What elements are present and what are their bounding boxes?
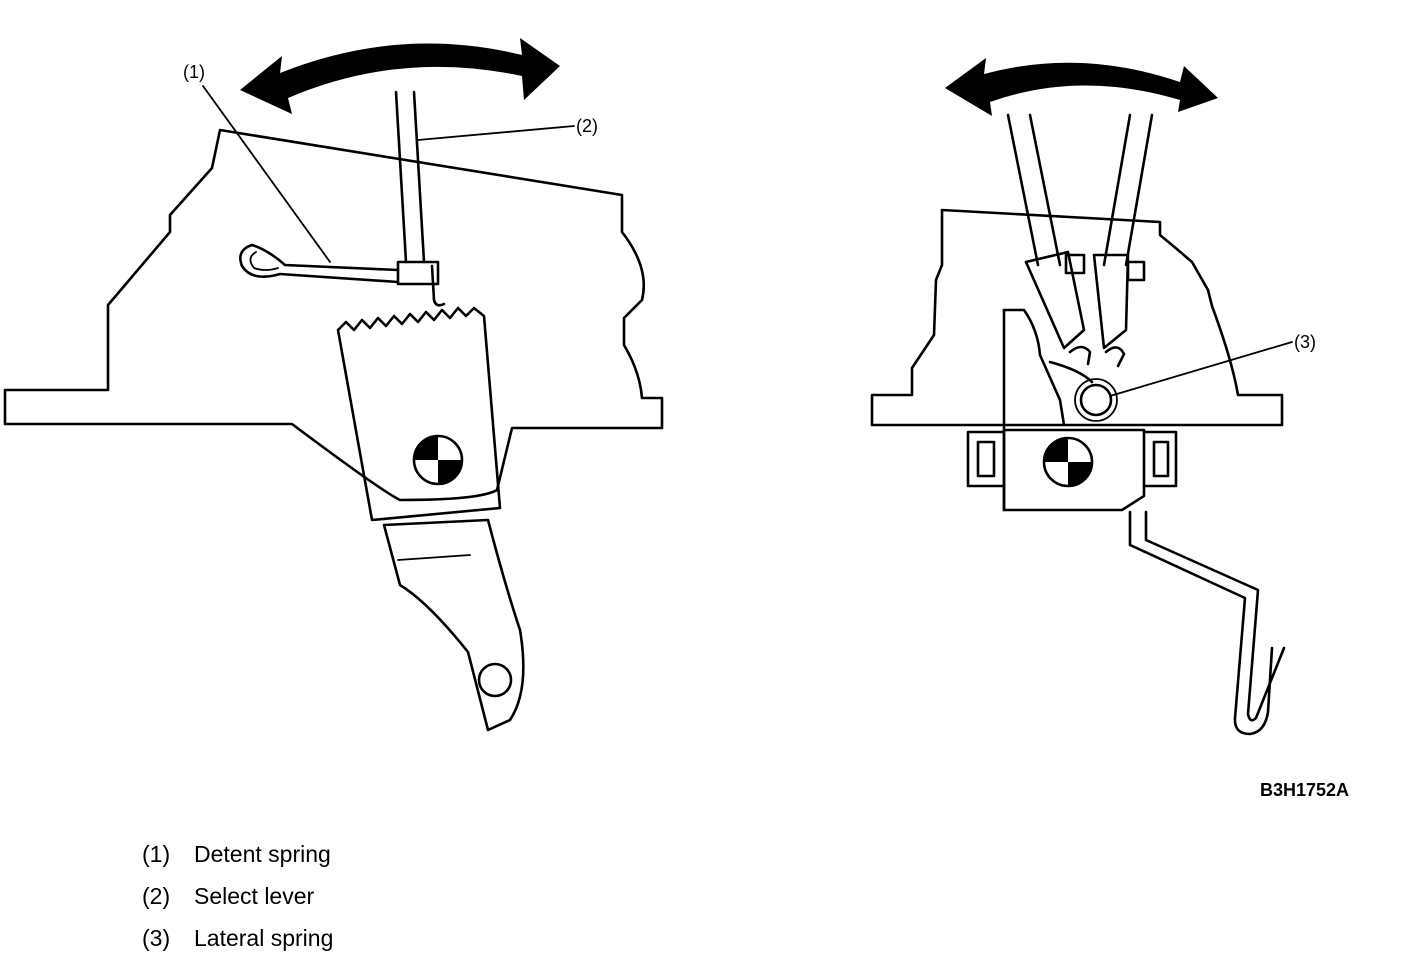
callout-1-leader	[202, 85, 331, 263]
left-housing	[3, 128, 664, 502]
right-view: (3)	[870, 58, 1316, 736]
left-arm-hole	[477, 662, 513, 698]
legend-text: Select lever	[194, 883, 315, 909]
detent-spring	[239, 243, 446, 307]
legend-number: (3)	[142, 925, 171, 951]
parts-legend: (1) Detent spring (2) Select lever (3) Late…	[142, 838, 333, 964]
right-left-bracket	[966, 430, 1006, 488]
right-base-block	[1002, 428, 1146, 512]
left-lower-arm	[382, 518, 525, 732]
right-pivot-symbol	[1042, 436, 1094, 488]
detent-plate	[336, 306, 502, 522]
legend-number: (1)	[142, 841, 171, 867]
left-motion-arrow	[240, 38, 560, 114]
callout-2-label: (2)	[576, 116, 598, 136]
right-rod-c	[1102, 113, 1132, 267]
select-lever-rod-b	[412, 90, 426, 264]
callout-3-label: (3)	[1294, 332, 1316, 352]
callout-3-leader	[1109, 341, 1293, 397]
right-rod-b	[1028, 113, 1062, 267]
select-lever-rod-a	[394, 90, 408, 264]
figure-code: B3H1752A	[1260, 780, 1349, 800]
legend-item: (2) Select lever	[142, 880, 333, 922]
legend-text: Lateral spring	[194, 925, 334, 951]
right-tab-b	[1126, 260, 1146, 282]
right-housing	[870, 208, 1284, 427]
legend-number: (2)	[142, 883, 171, 909]
legend-text: Detent spring	[194, 841, 331, 867]
legend-item: (3) Lateral spring	[142, 922, 333, 964]
right-hook-rod	[1128, 510, 1274, 736]
left-view: (1) (2)	[3, 38, 664, 732]
legend-item: (1) Detent spring	[142, 838, 333, 880]
callout-1-label: (1)	[183, 62, 205, 82]
lever-block	[396, 260, 440, 286]
right-motion-arrow	[945, 58, 1218, 116]
left-arm-seam	[397, 554, 471, 561]
right-lever-head-a	[1024, 250, 1086, 350]
right-tab-a	[1064, 253, 1086, 275]
callout-2-leader	[417, 125, 575, 141]
right-inner-bracket	[1002, 308, 1066, 427]
left-pivot-symbol	[412, 434, 464, 486]
right-right-bracket	[1142, 430, 1178, 488]
right-rod-a	[1006, 113, 1040, 267]
right-rod-d	[1124, 113, 1154, 267]
right-lever-head-b	[1092, 253, 1130, 350]
lateral-spring	[1048, 345, 1126, 422]
